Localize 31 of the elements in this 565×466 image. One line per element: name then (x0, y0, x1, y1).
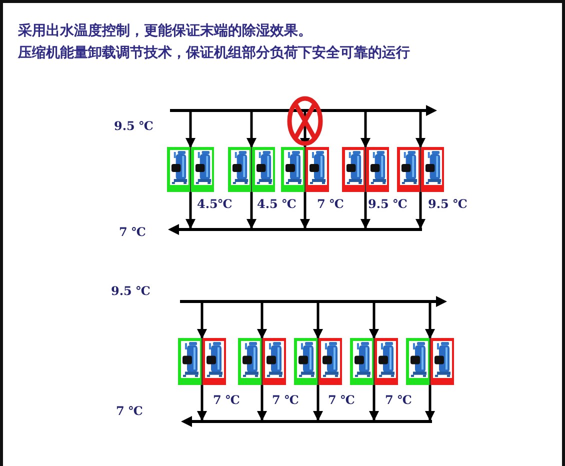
flow-arrow (257, 303, 267, 339)
flow-arrow (313, 303, 323, 339)
flow-arrow (360, 112, 370, 148)
compressor-unit (342, 147, 389, 192)
flow-arrow (360, 192, 370, 229)
flow-arrow (246, 192, 256, 229)
heading-text: 采用出水温度控制，更能保证末端的除湿效果。 (18, 22, 312, 40)
compressor-unit (397, 147, 444, 192)
flow-arrow (425, 303, 435, 339)
flow-arrow (416, 112, 426, 148)
compressor-unit (406, 338, 454, 385)
flow-arrow (257, 385, 267, 421)
flow-arrow (197, 385, 207, 421)
flow-arrow (313, 385, 323, 421)
flow-arrow (300, 192, 310, 229)
compressor-unit (350, 338, 398, 385)
compressor-unit (178, 338, 226, 385)
compressor-unit (167, 147, 214, 192)
compressor-unit (238, 338, 286, 385)
flow-arrow (416, 192, 426, 229)
compressor-unit (294, 338, 342, 385)
flow-arrow (197, 303, 207, 339)
flow-arrow (369, 385, 379, 421)
flow-arrow (186, 192, 196, 229)
flow-arrow (246, 112, 256, 148)
heading-text: 压缩机能量卸载调节技术，保证机组部分负荷下安全可靠的运行 (18, 44, 410, 62)
flow-arrow (425, 385, 435, 421)
flow-arrow (186, 112, 196, 148)
flow-arrow (369, 303, 379, 339)
compressor-unit (228, 147, 275, 192)
compressor-unit (281, 147, 329, 192)
